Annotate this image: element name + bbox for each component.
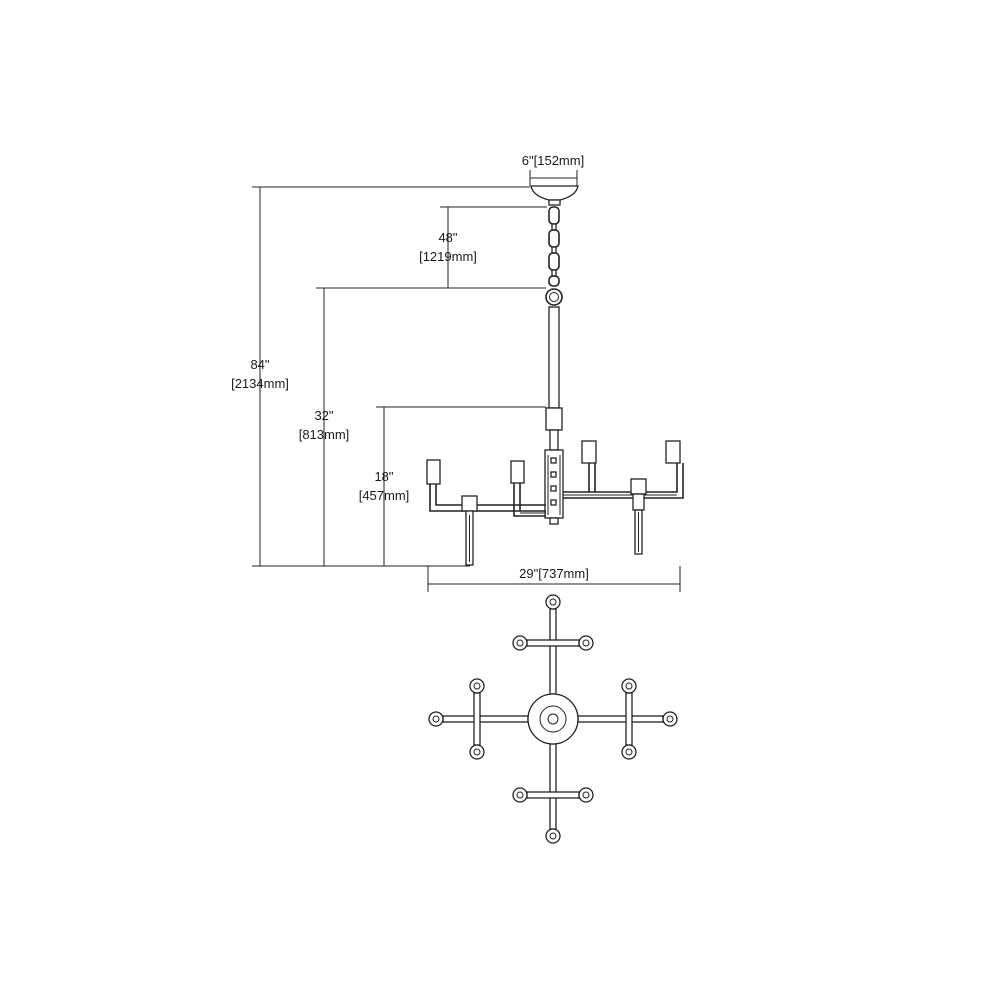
- top-candle-cup: [621, 678, 637, 694]
- left-arm-assembly: [429, 483, 546, 566]
- top-candle-cup: [469, 744, 485, 760]
- overall-min-mm-label: [813mm]: [299, 427, 350, 442]
- top-arm-bar: [625, 692, 633, 746]
- canopy-width-label: 6"[152mm]: [522, 153, 584, 168]
- top-arm-bar: [549, 608, 557, 695]
- top-candle-cup-inner: [473, 748, 481, 756]
- top-candle-cup-inner: [582, 791, 590, 799]
- overall-max-in-label: 84": [250, 357, 269, 372]
- top-candle-cup-inner: [549, 832, 557, 840]
- dimension-labels: 6"[152mm] 48" [1219mm] 84" [2134mm] 32" …: [231, 153, 589, 581]
- top-candle-cup-inner: [473, 682, 481, 690]
- top-arm-bar: [577, 715, 664, 723]
- top-candle-cup-inner: [549, 598, 557, 606]
- candle-cup: [665, 440, 681, 464]
- overall-max-height-dimension: [252, 186, 530, 566]
- chain-length-in-label: 48": [438, 230, 457, 245]
- top-candle-cup-inner: [625, 682, 633, 690]
- top-arm-bar: [442, 715, 529, 723]
- chandelier-top-view: [428, 594, 678, 844]
- body-height-mm-label: [457mm]: [359, 488, 410, 503]
- top-candle-cup: [578, 787, 594, 803]
- dimension-lines: [252, 170, 681, 592]
- top-candle-cup: [545, 594, 561, 610]
- body-width-label: 29"[737mm]: [519, 566, 589, 581]
- candle-cup: [581, 440, 597, 464]
- overall-min-in-label: 32": [314, 408, 333, 423]
- center-hub: [527, 693, 579, 745]
- chain-length-dimension: [440, 206, 547, 288]
- body-width-dimension: [427, 566, 681, 592]
- downrod: [548, 306, 560, 409]
- top-candle-cup: [428, 711, 444, 727]
- top-candle-cup-inner: [432, 715, 440, 723]
- top-candle-cup-inner: [666, 715, 674, 723]
- top-arm-bar: [549, 743, 557, 830]
- downrod-coupler: [545, 407, 563, 431]
- canopy-loop: [548, 199, 561, 206]
- overall-min-height-dimension: [316, 287, 546, 566]
- top-candle-cup-inner: [625, 748, 633, 756]
- overall-max-mm-label: [2134mm]: [231, 376, 289, 391]
- chain: [545, 206, 563, 306]
- top-candle-cup: [512, 635, 528, 651]
- top-candle-cup: [662, 711, 678, 727]
- chandelier-side-view: [426, 185, 684, 566]
- body-height-dimension: [376, 406, 546, 566]
- candle-cups: [426, 440, 681, 485]
- top-candle-cup: [578, 635, 594, 651]
- canopy: [530, 185, 579, 201]
- top-candle-cup: [545, 828, 561, 844]
- top-candle-cup-inner: [516, 639, 524, 647]
- top-arm-bar: [526, 791, 580, 799]
- body-height-in-label: 18": [374, 469, 393, 484]
- top-candle-cup: [512, 787, 528, 803]
- top-candle-cup-inner: [516, 791, 524, 799]
- top-candle-cup-inner: [582, 639, 590, 647]
- canopy-width-dimension: [529, 170, 578, 186]
- top-arm-bar: [526, 639, 580, 647]
- right-arm-assembly: [563, 463, 684, 555]
- top-arm-bar: [473, 692, 481, 746]
- candle-cup: [510, 460, 525, 484]
- top-candle-cup: [469, 678, 485, 694]
- candle-cup: [426, 459, 441, 485]
- chain-length-mm-label: [1219mm]: [419, 249, 477, 264]
- top-candle-cup: [621, 744, 637, 760]
